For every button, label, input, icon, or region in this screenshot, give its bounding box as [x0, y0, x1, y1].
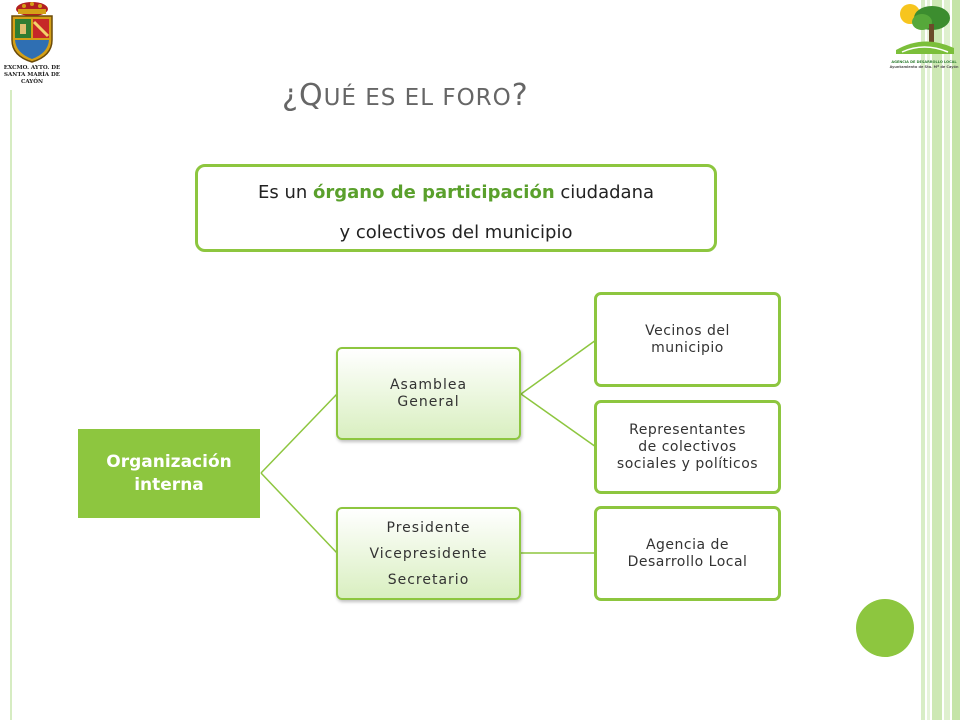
node-representantes-line1: Representantes	[629, 421, 746, 438]
decorative-stripe	[932, 0, 942, 720]
decorative-stripe	[944, 0, 950, 720]
definition-line-2: y colectivos del municipio	[339, 222, 573, 243]
definition-box: Es un órgano de participación ciudadana …	[195, 164, 717, 252]
coat-of-arms-icon	[11, 2, 53, 63]
logo-right-text-line1: AGENCIA DE DESARROLLO LOCAL	[891, 60, 957, 64]
decorative-left-line	[10, 90, 12, 720]
node-vecinos-line2: municipio	[651, 339, 724, 356]
node-asamblea-line2: General	[397, 393, 460, 410]
node-agencia-line1: Agencia de	[645, 536, 730, 553]
connector-root-asamblea	[260, 393, 338, 474]
node-organizacion-interna: Organización interna	[78, 429, 260, 518]
connector-root-cargos	[260, 472, 338, 554]
node-asamblea-general: Asamblea General	[336, 347, 521, 440]
logo-left-text-line2: SANTA MARÍA DE CAYÓN	[4, 72, 60, 85]
decorative-stripe	[927, 0, 930, 720]
node-cargos: Presidente Vicepresidente Secretario	[336, 507, 521, 600]
title-capital: Q	[298, 78, 324, 113]
node-agencia-desarrollo-local: Agencia de Desarrollo Local	[594, 506, 781, 601]
agency-logo: AGENCIA DE DESARROLLO LOCAL Ayuntamiento…	[888, 0, 960, 94]
node-asamblea-line1: Asamblea	[389, 376, 468, 393]
connector-asamblea-representantes	[520, 393, 597, 448]
decorative-stripe	[921, 0, 925, 720]
tree-sun-logo-icon	[896, 4, 954, 54]
town-coat-of-arms-logo: EXCMO. AYTO. DE SANTA MARÍA DE CAYÓN	[0, 0, 64, 85]
title-open-question: ¿	[282, 78, 299, 113]
node-vecinos-del-municipio: Vecinos del municipio	[594, 292, 781, 387]
title-rest: UÉ ES EL FORO	[323, 85, 512, 111]
definition-suffix: ciudadana	[554, 182, 655, 203]
decorative-stripe	[952, 0, 960, 720]
node-cargos-line2: Vicepresidente	[369, 545, 488, 562]
node-cargos-line1: Presidente	[386, 519, 471, 536]
node-vecinos-line1: Vecinos del	[645, 322, 730, 339]
node-representantes-line3: sociales y políticos	[616, 455, 759, 472]
logo-right-text-line2: Ayuntamiento de Sta. Mª de Cayón	[889, 65, 959, 69]
node-representantes: Representantes de colectivos sociales y …	[594, 400, 781, 494]
definition-line-1: Es un órgano de participación ciudadana	[198, 182, 714, 203]
page-title: ¿QUÉ ES EL FORO?	[282, 78, 602, 118]
logo-left-text-line1: EXCMO. AYTO. DE	[3, 65, 61, 71]
node-root-line1: Organización	[106, 451, 232, 472]
definition-prefix: Es un	[257, 182, 313, 203]
title-close-question: ?	[511, 78, 529, 113]
node-agencia-line2: Desarrollo Local	[627, 553, 748, 570]
connector-asamblea-vecinos	[520, 339, 597, 395]
decorative-green-circle	[856, 599, 914, 657]
node-root-line2: interna	[134, 474, 204, 495]
definition-highlight: órgano de participación	[312, 182, 555, 203]
node-representantes-line2: de colectivos	[638, 438, 737, 455]
node-cargos-line3: Secretario	[387, 571, 470, 588]
